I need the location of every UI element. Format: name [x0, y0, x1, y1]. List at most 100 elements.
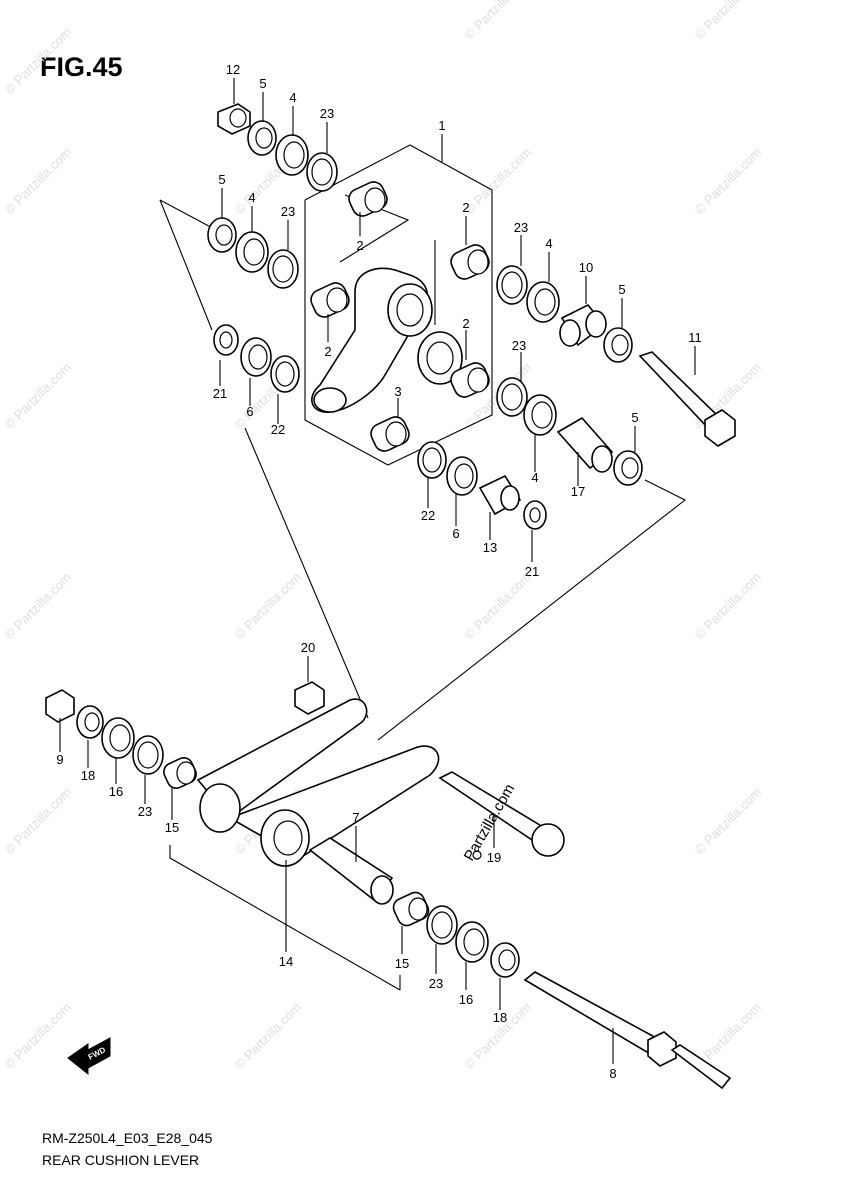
- callout-label: 5: [618, 282, 625, 297]
- callout-label: 19: [487, 850, 501, 865]
- nut-9: [45, 689, 75, 723]
- callout-label: 20: [301, 640, 315, 655]
- watermark-text: © Partzilla.com: [692, 145, 765, 218]
- spacer-5-right: [603, 327, 633, 363]
- figure-title: FIG.45: [40, 52, 123, 82]
- callout-label: 4: [289, 90, 296, 105]
- washer-23-left: [267, 249, 299, 289]
- callout-label: 6: [246, 404, 253, 419]
- spacer-5-right-lower: [613, 450, 643, 486]
- watermark-text: © Partzilla.com: [2, 785, 75, 858]
- watermark-text: © Partzilla.com: [232, 1000, 305, 1073]
- callout-label: 17: [571, 484, 585, 499]
- callout-label: 16: [109, 784, 123, 799]
- callout-label: 8: [609, 1066, 616, 1081]
- needle-bearing-2d: [450, 362, 490, 398]
- sleeve-17: [556, 416, 614, 473]
- bolt-11: [638, 351, 736, 447]
- callout-label: 14: [279, 954, 293, 969]
- watermark-text: © Partzilla.com: [462, 570, 535, 643]
- washer-23-top: [306, 152, 338, 192]
- seal-16-left: [101, 717, 135, 759]
- sleeve-13: [478, 474, 522, 516]
- washer-23-right: [496, 265, 528, 305]
- callout-label: 16: [459, 992, 473, 1007]
- watermark-text: © Partzilla.com: [2, 570, 75, 643]
- callout-label: 4: [545, 236, 552, 251]
- seal-6-center: [446, 456, 478, 496]
- callout-leaders: [59, 78, 696, 1064]
- callout-label: 22: [421, 508, 435, 523]
- washer-22-center: [417, 441, 447, 479]
- callout-label: 13: [483, 540, 497, 555]
- watermark-text: © Partzilla.com: [462, 0, 535, 42]
- seal-4-left: [235, 231, 269, 273]
- nut-12: [217, 103, 251, 135]
- spacer-18-left: [76, 705, 104, 739]
- bearing-15-left: [163, 757, 197, 789]
- sleeve-7: [308, 837, 394, 905]
- callout-label: 4: [531, 470, 538, 485]
- seal-16-right: [455, 921, 489, 963]
- washer-21-left: [213, 324, 239, 356]
- watermark-text: © Partzilla.com: [692, 0, 765, 42]
- callout-label: 5: [259, 76, 266, 91]
- fwd-arrow-icon: FWD: [67, 1037, 111, 1076]
- watermark-text: © Partzilla.com: [232, 570, 305, 643]
- callout-label: 5: [631, 410, 638, 425]
- seal-6-left: [240, 337, 272, 377]
- callout-label: 2: [356, 238, 363, 253]
- callout-label: 23: [320, 106, 334, 121]
- callout-label: 12: [226, 62, 240, 77]
- seal-4-right-lower: [523, 394, 557, 436]
- callout-label: 1: [438, 118, 445, 133]
- figure-name: REAR CUSHION LEVER: [42, 1152, 200, 1168]
- callout-label: 4: [248, 190, 255, 205]
- watermark-text: © Partzilla.com: [2, 1000, 75, 1073]
- nut-20: [294, 681, 325, 715]
- watermark-text: © Partzilla.com: [2, 25, 75, 98]
- bearing-15-right: [392, 891, 430, 927]
- callout-label: 15: [165, 820, 179, 835]
- callout-label: 15: [395, 956, 409, 971]
- cushion-lever: [311, 267, 463, 413]
- callout-label: 23: [138, 804, 152, 819]
- washer-21-center: [523, 500, 547, 530]
- callout-label: 21: [525, 564, 539, 579]
- callout-label: 6: [452, 526, 459, 541]
- callout-label: 11: [688, 330, 702, 345]
- bolt-19: [438, 771, 565, 857]
- watermark-text: © Partzilla.com: [692, 785, 765, 858]
- callout-label: 21: [213, 386, 227, 401]
- watermark-layer: © Partzilla.com © Partzilla.com © Partzill…: [2, 0, 765, 1072]
- bolt-8: [523, 971, 732, 1090]
- watermark-text: © Partzilla.com: [2, 360, 75, 433]
- watermark-text: © Partzilla.com: [2, 145, 75, 218]
- callout-label: 10: [579, 260, 593, 275]
- callout-label: 2: [462, 316, 469, 331]
- callout-label: 7: [352, 810, 359, 825]
- callout-label: 22: [271, 422, 285, 437]
- washer-23-right-lower: [496, 377, 528, 417]
- seal-4-top: [275, 134, 309, 176]
- callout-label: 5: [218, 172, 225, 187]
- callout-label: 23: [281, 204, 295, 219]
- washer-23-lower-right: [426, 905, 458, 945]
- needle-bearing-2c: [310, 282, 350, 318]
- copyright-icon: [472, 850, 482, 860]
- callout-label: 2: [324, 344, 331, 359]
- callout-label: 23: [512, 338, 526, 353]
- seal-4-right: [526, 281, 560, 323]
- spacer-5-left: [207, 217, 237, 253]
- callout-label: 18: [493, 1010, 507, 1025]
- group-bracket-lines: [159, 144, 687, 991]
- callout-label: 3: [394, 384, 401, 399]
- callout-label: 23: [514, 220, 528, 235]
- washer-23-lower-left: [132, 735, 164, 775]
- parts: [45, 103, 736, 1090]
- needle-bearing-2a: [348, 181, 388, 217]
- cushion-rod-14: [196, 698, 440, 867]
- callout-labels: 1254231542322234105112223216223541722613…: [56, 62, 701, 1081]
- callout-label: 18: [81, 768, 95, 783]
